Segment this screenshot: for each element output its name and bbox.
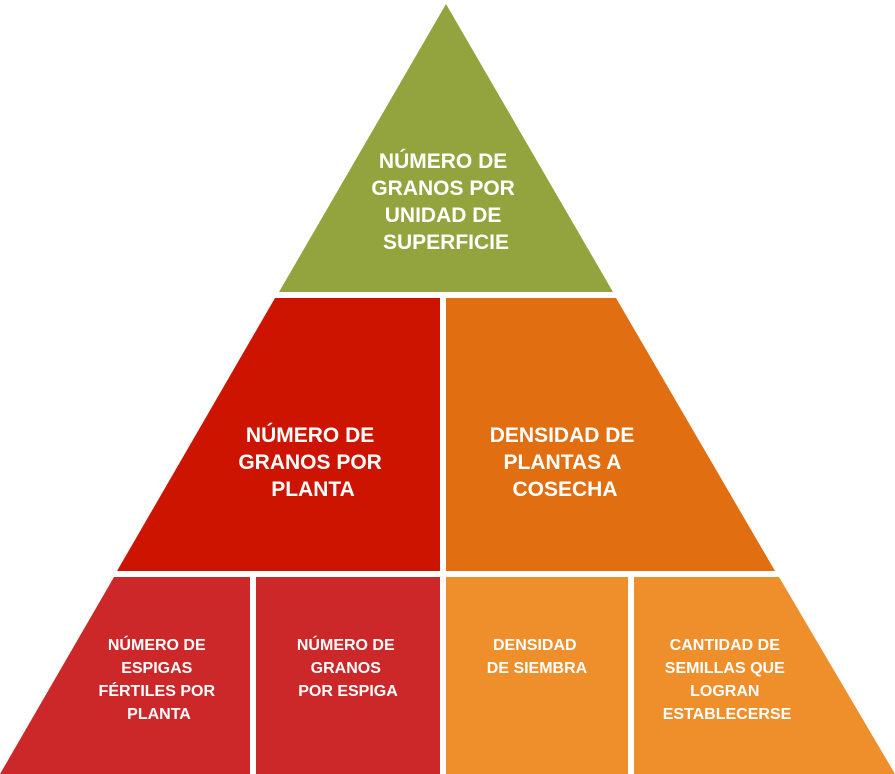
- middle-left-box: [117, 298, 440, 571]
- bottom-box-1: [0, 577, 250, 774]
- bottom-box-3-label: DENSIDAD DE SIEMBRA: [487, 637, 588, 677]
- middle-left-label: NÚMERO DE GRANOS POR PLANTA: [238, 423, 387, 501]
- middle-right-label: DENSIDAD DE PLANTAS A COSECHA: [490, 424, 641, 501]
- bottom-box-2-label: NÚMERO DE GRANOS POR ESPIGA: [297, 635, 399, 700]
- top-tier-triangle: [279, 4, 613, 292]
- bottom-box-1-label: NÚMERO DE ESPIGAS FÉRTILES POR PLANTA: [99, 635, 220, 723]
- bottom-box-3: [446, 577, 628, 774]
- middle-right-box: [446, 298, 775, 571]
- top-tier-label: NÚMERO DE GRANOS POR UNIDAD DE SUPERFICI…: [371, 149, 520, 254]
- bottom-box-2: [256, 577, 440, 774]
- bottom-box-4: [634, 577, 895, 774]
- bottom-box-4-label: CANTIDAD DE SEMILLAS QUE LOGRAN ESTABLEC…: [663, 637, 792, 723]
